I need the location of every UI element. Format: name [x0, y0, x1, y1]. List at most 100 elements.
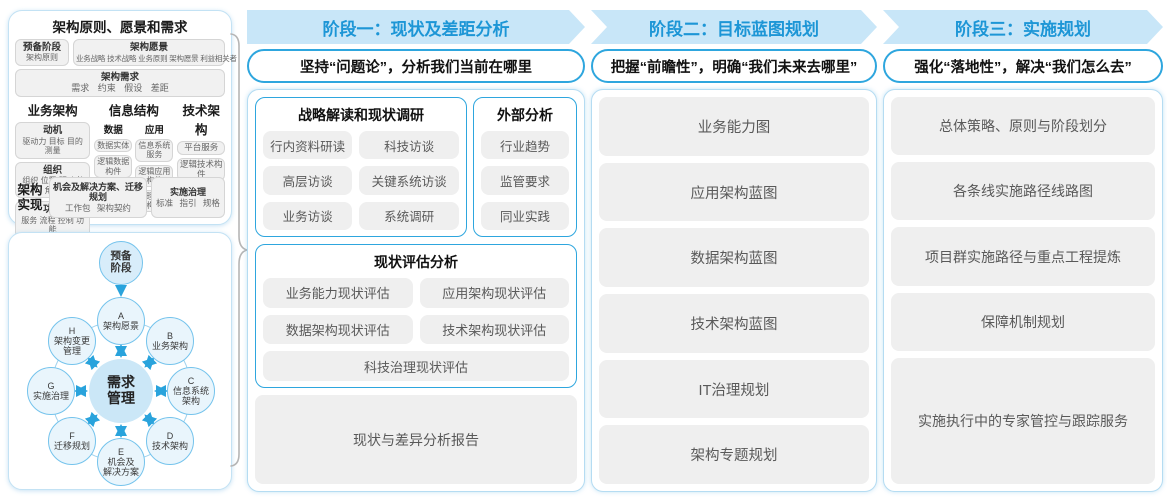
- assessment-group: 现状评估分析 业务能力现状评估 应用架构现状评估 数据架构现状评估 技术架构现状…: [255, 244, 577, 388]
- subcolumn-header: 数据: [103, 125, 123, 137]
- realization-label: 架构 实现: [17, 182, 43, 212]
- box-sub: 工作包 架构契约: [65, 203, 131, 214]
- phase3-subtitle: 强化“落地性”，解决“我们怎么去”: [883, 49, 1163, 83]
- box-title: 动机: [43, 125, 63, 137]
- framework-title: 架构原则、愿景和需求: [52, 20, 188, 35]
- phase1-content-panel: 战略解读和现状调研 行内资料研读 科技访谈 高层访谈 关键系统访谈 业务访谈 系…: [247, 89, 585, 492]
- phase-1-column: 阶段一：现状及差距分析 坚持“问题论”，分析我们当前在哪里 战略解读和现状调研 …: [247, 10, 585, 492]
- task-item: 科技访谈: [359, 131, 459, 160]
- phase3-banner: 阶段三：实施规划: [883, 10, 1163, 44]
- phase-2-column: 阶段二：目标蓝图规划 把握“前瞻性”，明确“我们未来去哪里” 业务能力图 应用架…: [591, 10, 877, 492]
- box-sub: 需求 约束 假设 差距: [71, 83, 169, 94]
- phase-3-column: 阶段三：实施规划 强化“落地性”，解决“我们怎么去” 总体策略、原则与阶段划分 …: [883, 10, 1163, 492]
- adm-node-center-requirements: 需求 管理: [89, 359, 153, 423]
- framework-box: 信息系统服务: [135, 139, 174, 162]
- phase1-banner: 阶段一：现状及差距分析: [247, 10, 585, 44]
- box-sub: 标准 指引 规格: [156, 197, 220, 208]
- framework-box: 平台服务: [177, 141, 225, 155]
- deliverable-item: IT治理规划: [599, 359, 869, 419]
- task-item: 行内资料研读: [263, 131, 353, 160]
- adm-node-h-change: H 架构变更 管理: [48, 317, 96, 365]
- task-item: 高层访谈: [263, 166, 353, 195]
- architecture-realization-row: 架构 实现 机会及解决方案、迁移规划 工作包 架构契约 实施治理 标准 指引 规…: [15, 177, 225, 218]
- framework-box: 逻辑数据构件: [94, 155, 133, 178]
- box-sub: 架构原则: [26, 53, 58, 63]
- task-item: 系统调研: [359, 201, 459, 230]
- box-title: 预备阶段: [22, 42, 61, 53]
- prep-phase-box: 预备阶段 架构原则: [15, 39, 69, 66]
- column-header: 技术架构: [182, 104, 220, 138]
- group-items: 业务能力现状评估 应用架构现状评估 数据架构现状评估 技术架构现状评估 科技治理…: [263, 278, 569, 381]
- task-item: 业务访谈: [263, 201, 353, 230]
- group-items: 行内资料研读 科技访谈 高层访谈 关键系统访谈 业务访谈 系统调研: [263, 131, 459, 230]
- deliverable-item: 技术架构蓝图: [599, 294, 869, 353]
- task-item: 业务能力现状评估: [263, 278, 413, 308]
- deliverable-item: 架构专题规划: [599, 425, 869, 485]
- deliverable-item: 应用架构蓝图: [599, 162, 869, 222]
- phase3-content-panel: 总体策略、原则与阶段划分 各条线实施路径线路图 项目群实施路径与重点工程提炼 保…: [883, 89, 1163, 492]
- strategy-research-group: 战略解读和现状调研 行内资料研读 科技访谈 高层访谈 关键系统访谈 业务访谈 系…: [255, 97, 467, 237]
- task-item: 科技治理现状评估: [263, 351, 569, 381]
- architecture-framework-panel: 架构原则、愿景和需求 预备阶段 架构原则 架构愿景 业务战略 技术战略 业务原则…: [8, 10, 237, 238]
- task-item: 技术架构现状评估: [419, 314, 569, 345]
- group-title: 战略解读和现状调研: [298, 107, 424, 123]
- left-column: 架构原则、愿景和需求 预备阶段 架构原则 架构愿景 业务战略 技术战略 业务原则…: [8, 10, 237, 490]
- framework-domains-row: 业务架构 动机 驱动力 目标 目的 测量 组织 组织 位置 驱动者 角色 功能 …: [15, 100, 225, 238]
- adm-node-e-opportunities: E 机会及 解决方案: [97, 438, 145, 486]
- group-items: 行业趋势 监管要求 同业实践: [481, 131, 569, 230]
- opportunities-migration-box: 机会及解决方案、迁移规划 工作包 架构契约: [49, 177, 147, 218]
- task-item: 监管要求: [481, 166, 569, 195]
- plan-item: 实施执行中的专家管控与跟踪服务: [891, 357, 1155, 484]
- deliverable-item: 数据架构蓝图: [599, 228, 869, 288]
- adm-node-d-technology: D 技术架构: [146, 417, 194, 465]
- information-structure-column: 信息结构 数据 数据实体 逻辑数据构件 物理数据构件 应用 信息系统服务 逻辑应…: [94, 100, 174, 213]
- box-sub: 服务 流程 控制 功能: [21, 215, 84, 235]
- phase2-banner: 阶段二：目标蓝图规划: [591, 10, 877, 44]
- adm-node-prep: 预备 阶段: [99, 241, 143, 285]
- adm-node-g-governance: G 实施治理: [27, 367, 75, 415]
- group-title: 外部分析: [497, 107, 553, 123]
- box-title: 实施治理: [169, 187, 206, 197]
- box-title: 架构需求: [100, 71, 139, 83]
- box-title: 机会及解决方案、迁移规划: [52, 181, 143, 203]
- column-header: 信息结构: [108, 104, 159, 119]
- external-analysis-group: 外部分析 行业趋势 监管要求 同业实践: [473, 97, 577, 237]
- column-header: 业务架构: [27, 104, 78, 119]
- phases-section: 阶段一：现状及差距分析 坚持“问题论”，分析我们当前在哪里 战略解读和现状调研 …: [247, 10, 1163, 492]
- task-item: 应用架构现状评估: [419, 278, 569, 308]
- box-title: 组织: [43, 164, 63, 176]
- implementation-governance-box: 实施治理 标准 指引 规格: [150, 177, 225, 218]
- phase2-subtitle: 把握“前瞻性”，明确“我们未来去哪里”: [591, 49, 877, 83]
- framework-row-vision: 预备阶段 架构原则 架构愿景 业务战略 技术战略 业务原则 架构愿景 利益相关者: [15, 39, 237, 66]
- adm-node-b-business: B 业务架构: [146, 317, 194, 365]
- plan-item: 各条线实施路径线路图: [891, 162, 1155, 221]
- application-subcolumn: 应用 信息系统服务 逻辑应用构件 物理应用构件: [135, 122, 174, 213]
- task-item: 数据架构现状评估: [263, 314, 413, 345]
- phase1-subtitle: 坚持“问题论”，分析我们当前在哪里: [247, 49, 585, 83]
- task-item: 同业实践: [481, 201, 569, 230]
- data-subcolumn: 数据 数据实体 逻辑数据构件 物理数据构件: [94, 122, 133, 204]
- box-title: 架构愿景: [129, 42, 168, 54]
- phase1-top-row: 战略解读和现状调研 行内资料研读 科技访谈 高层访谈 关键系统访谈 业务访谈 系…: [255, 97, 577, 237]
- architecture-requirements-box: 架构需求 需求 约束 假设 差距: [15, 68, 225, 98]
- task-item: 行业趋势: [481, 131, 569, 160]
- framework-box: 动机 驱动力 目标 目的 测量: [15, 122, 91, 159]
- deliverable-item: 业务能力图: [599, 97, 869, 156]
- box-sub: 业务战略 技术战略 业务原则 架构愿景 利益相关者: [76, 53, 237, 63]
- adm-node-c-information: C 信息系统 架构: [167, 367, 215, 415]
- plan-item: 保障机制规划: [891, 292, 1155, 351]
- architecture-vision-box: 架构愿景 业务战略 技术战略 业务原则 架构愿景 利益相关者: [73, 39, 237, 66]
- report-item: 现状与差异分析报告: [255, 395, 577, 484]
- double-arrow-icons: [74, 344, 168, 438]
- phase2-content-panel: 业务能力图 应用架构蓝图 数据架构蓝图 技术架构蓝图 IT治理规划 架构专题规划: [591, 89, 877, 492]
- subcolumn-header: 应用: [144, 125, 164, 137]
- adm-node-a-vision: A 架构愿景: [97, 297, 145, 345]
- information-subcolumns: 数据 数据实体 逻辑数据构件 物理数据构件 应用 信息系统服务 逻辑应用构件 物…: [94, 122, 174, 213]
- plan-item: 项目群实施路径与重点工程提炼: [891, 227, 1155, 286]
- business-architecture-column: 业务架构 动机 驱动力 目标 目的 测量 组织 组织 位置 驱动者 角色 功能 …: [15, 100, 91, 238]
- adm-node-f-migration: F 迁移规划: [48, 417, 96, 465]
- adm-cycle-panel: 预备 阶段 A 架构愿景 B 业务架构 C 信息系统 架构 D 技术架构 E 机…: [8, 232, 232, 490]
- group-title: 现状评估分析: [374, 254, 458, 270]
- task-item: 关键系统访谈: [359, 166, 459, 195]
